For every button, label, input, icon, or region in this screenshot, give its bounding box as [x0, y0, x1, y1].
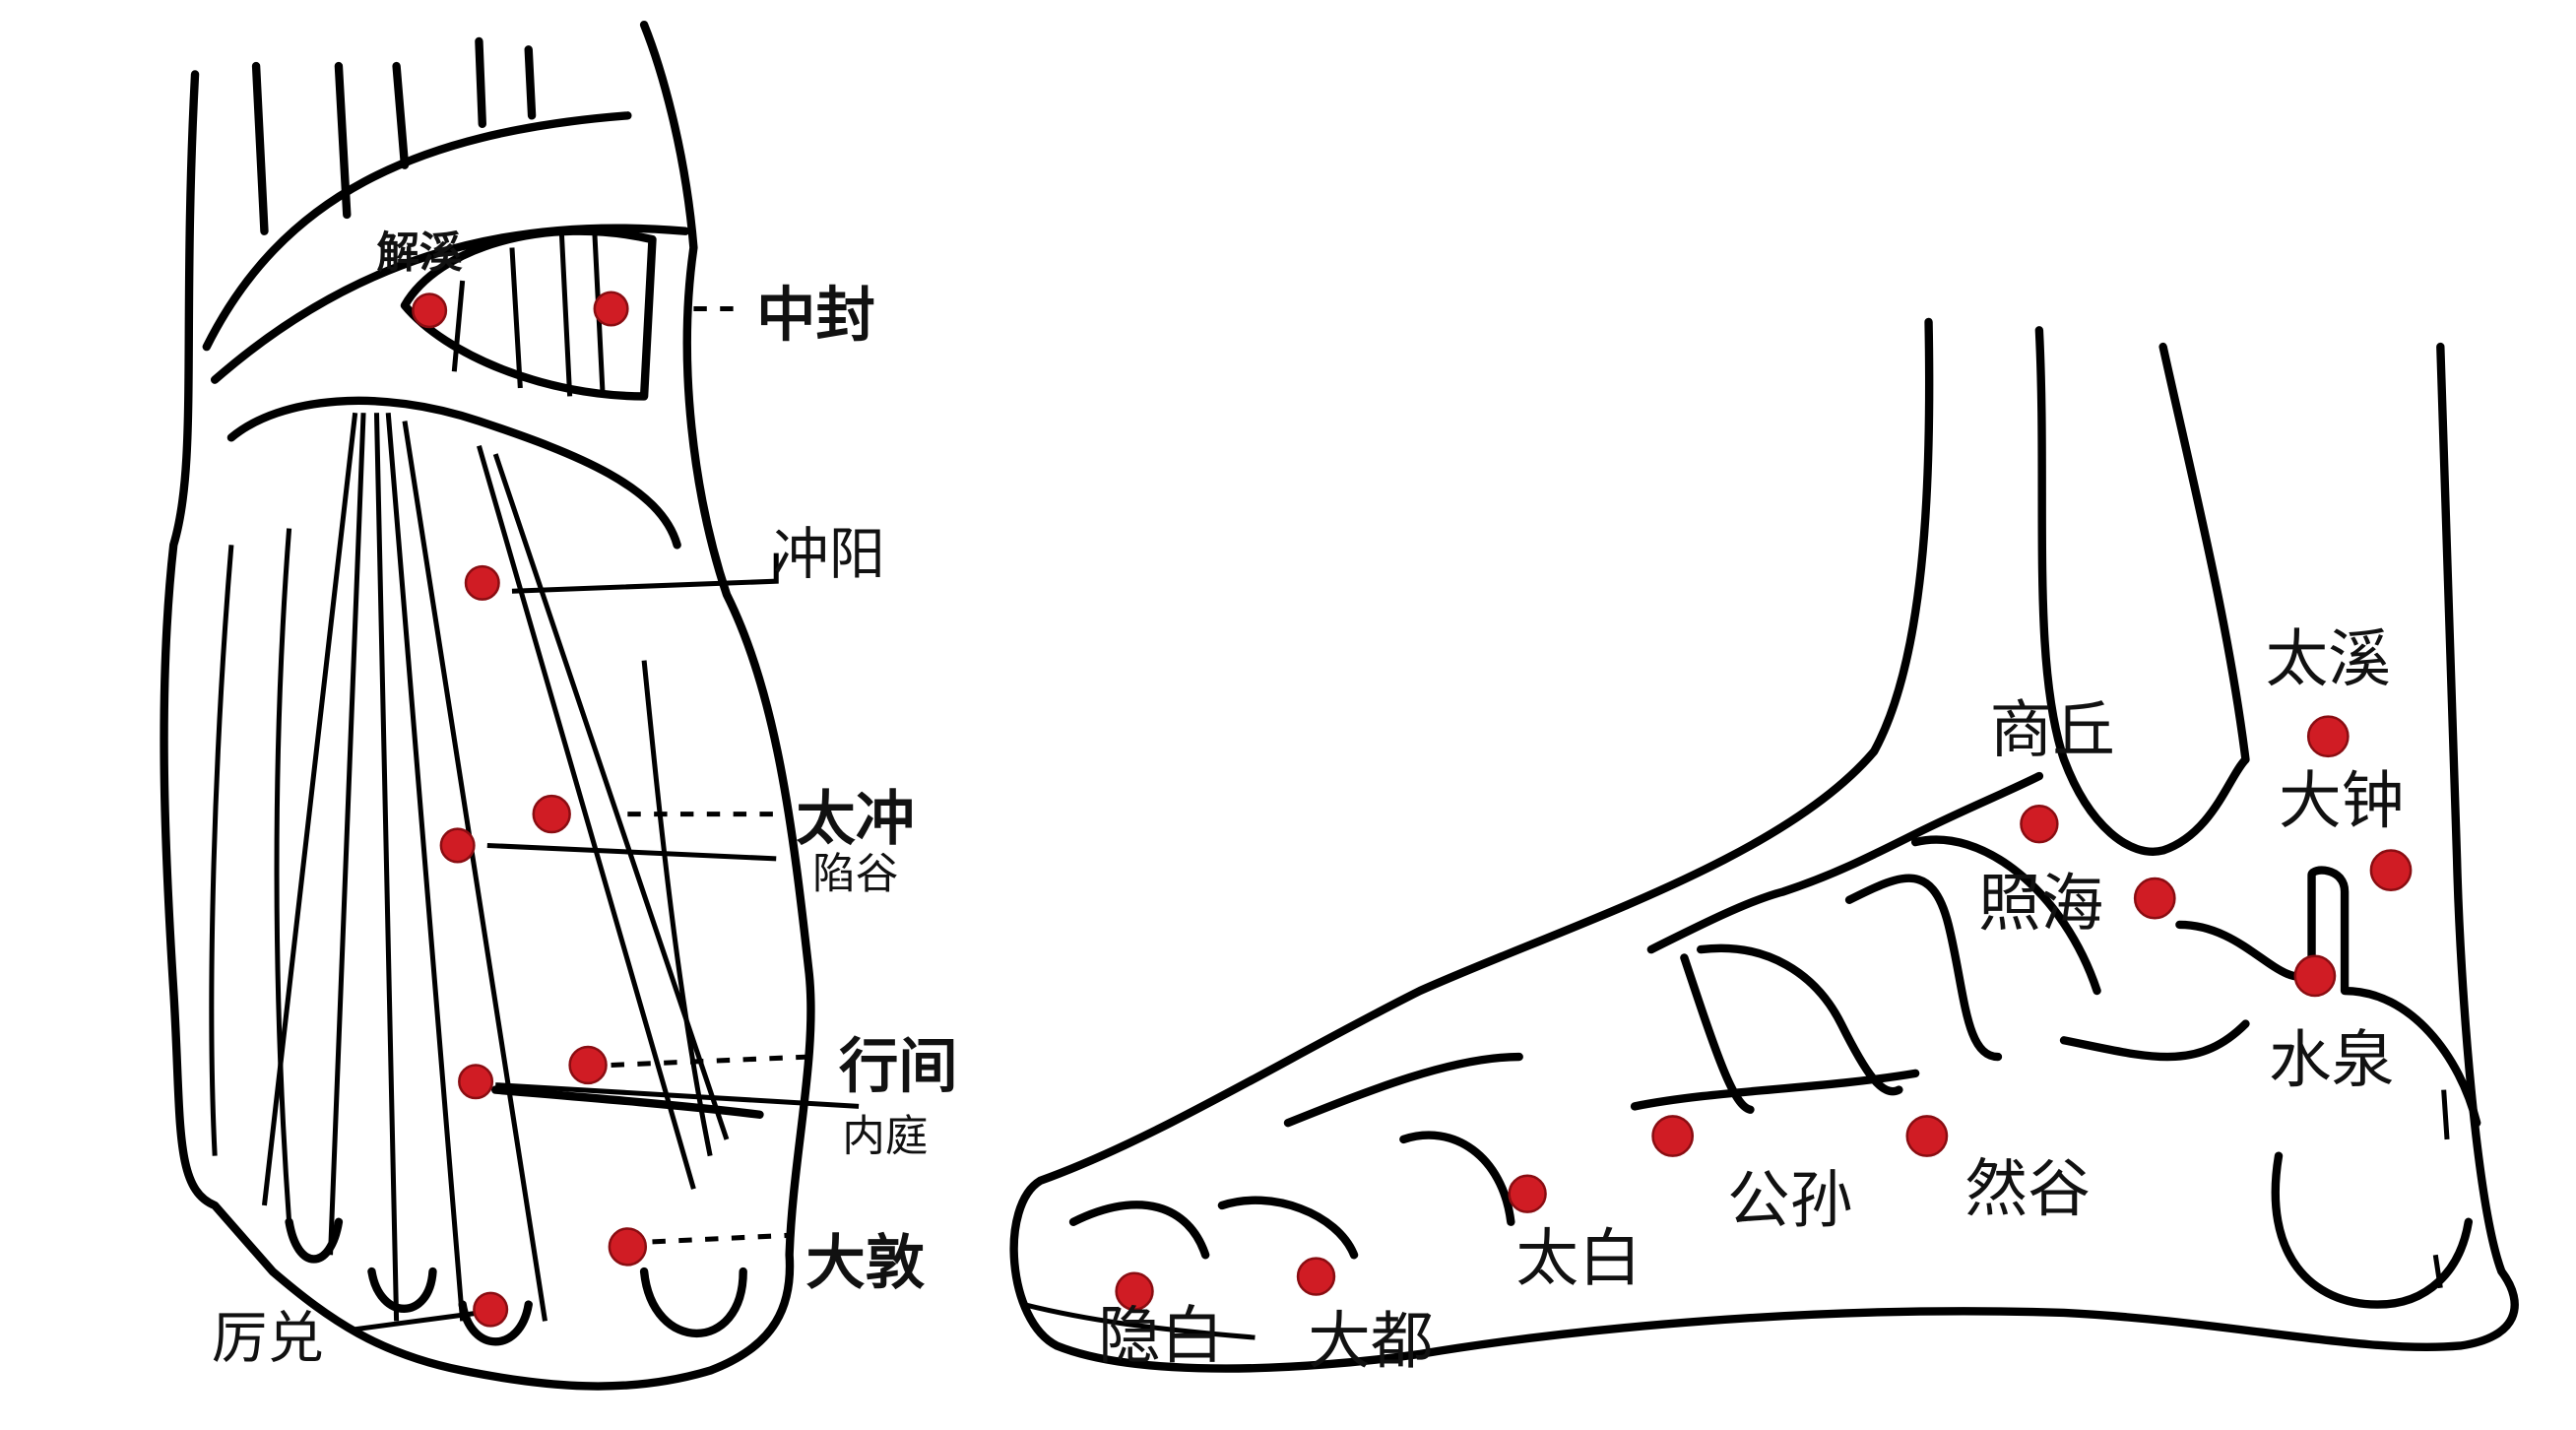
point-dazhong[interactable] — [2369, 849, 2413, 891]
point-xingjian[interactable] — [568, 1045, 608, 1085]
dorsal-foot-drawing — [160, 20, 860, 1391]
dorsal-points — [412, 291, 648, 1328]
label-yinbai: 隐白 — [1098, 1300, 1223, 1373]
point-neiting[interactable] — [458, 1064, 494, 1100]
dorsal-labels: 解溪 中封 冲阳 太冲 陷谷 行间 内庭 大敦 厉兑 — [212, 229, 958, 1372]
label-xingjian: 行间 — [839, 1032, 958, 1101]
label-dadu: 大都 — [1308, 1305, 1433, 1378]
point-taibai[interactable] — [1508, 1174, 1547, 1213]
label-gongsun: 公孙 — [1727, 1165, 1852, 1238]
medial-points — [1115, 715, 2413, 1311]
point-dadu[interactable] — [1296, 1257, 1336, 1296]
label-xiangu: 陷谷 — [812, 850, 898, 899]
point-yinbai[interactable] — [1115, 1271, 1154, 1311]
label-taibai: 太白 — [1515, 1222, 1641, 1295]
point-shuiquan[interactable] — [2293, 954, 2337, 998]
point-gongsun[interactable] — [1651, 1115, 1695, 1157]
point-rangu[interactable] — [1905, 1115, 1949, 1157]
point-jiexi[interactable] — [412, 292, 448, 329]
point-dadun[interactable] — [608, 1227, 648, 1267]
point-zhongfeng[interactable] — [593, 291, 629, 327]
medial-foot-drawing — [1009, 317, 2519, 1373]
label-zhaohai: 照海 — [1978, 868, 2103, 941]
point-zhaohai[interactable] — [2133, 877, 2176, 920]
point-shangqiu[interactable] — [2020, 804, 2059, 844]
label-taixi: 太溪 — [2266, 623, 2391, 696]
label-rangu: 然谷 — [1964, 1153, 2090, 1226]
label-dazhong: 大钟 — [2279, 765, 2404, 838]
label-taichong: 太冲 — [796, 785, 915, 854]
label-shangqiu: 商丘 — [1990, 694, 2115, 767]
label-lidui: 厉兑 — [212, 1306, 324, 1371]
label-shuiquan: 水泉 — [2269, 1024, 2394, 1097]
point-chongyang[interactable] — [464, 564, 500, 601]
point-xiangu[interactable] — [439, 827, 476, 864]
label-neiting: 内庭 — [842, 1113, 928, 1162]
point-taichong[interactable] — [532, 794, 571, 834]
point-lidui[interactable] — [473, 1291, 509, 1328]
label-zhongfeng: 中封 — [756, 281, 875, 350]
medial-labels: 商丘 太溪 大钟 照海 水泉 公孙 然谷 太白 隐白 大都 — [1098, 623, 2404, 1378]
label-chongyang: 冲阳 — [773, 522, 885, 587]
point-taixi[interactable] — [2306, 715, 2350, 758]
label-dadun: 大敦 — [805, 1229, 925, 1298]
label-jiexi: 解溪 — [376, 229, 463, 279]
